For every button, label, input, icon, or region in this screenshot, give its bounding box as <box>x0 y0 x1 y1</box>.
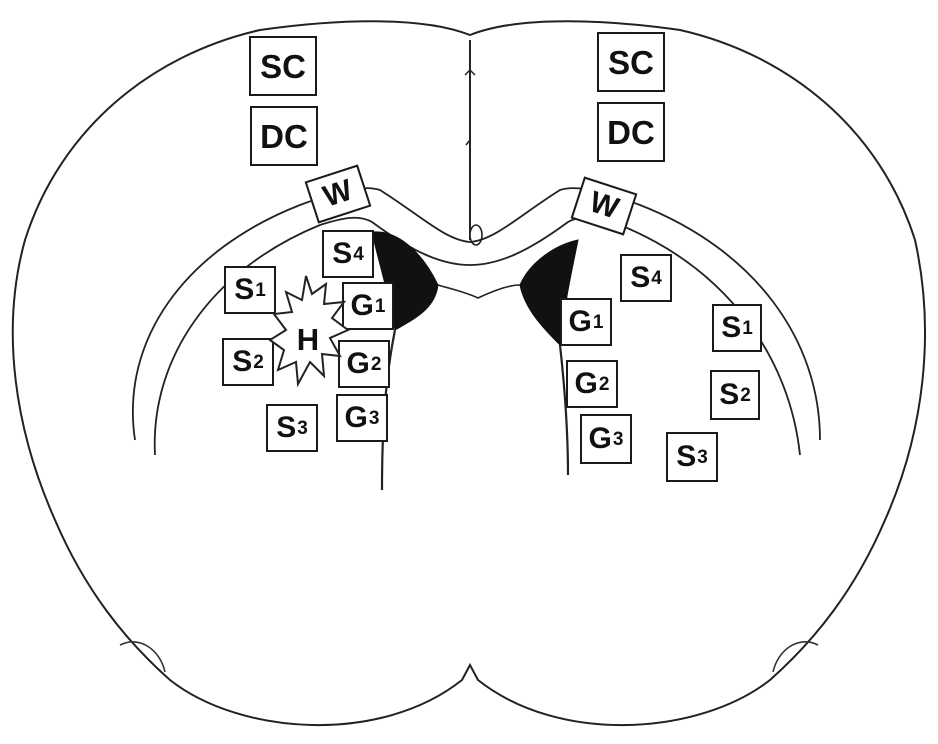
label-dc-left: DC <box>250 106 318 166</box>
hemorrhage-label: H <box>288 322 328 358</box>
label-dc-right: DC <box>597 102 665 162</box>
label-sc-right: SC <box>597 32 665 92</box>
brain-outer-contour <box>13 21 925 725</box>
label-sc-left: SC <box>249 36 317 96</box>
